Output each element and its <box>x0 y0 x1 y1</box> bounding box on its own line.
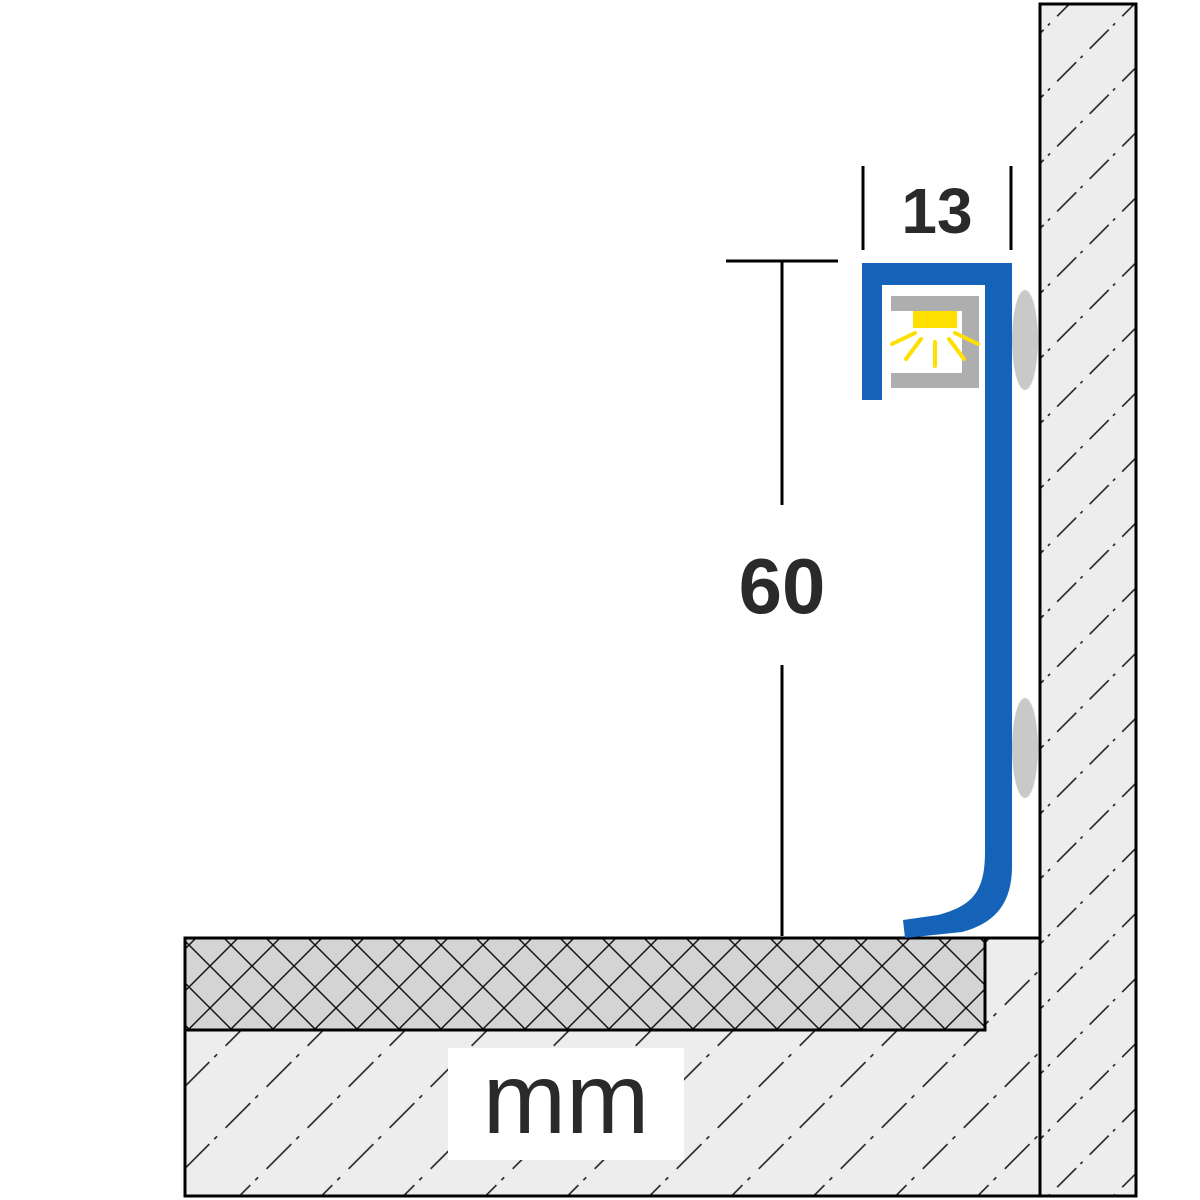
dimension-width-label: 13 <box>901 175 972 247</box>
unit-label: mm <box>448 1043 684 1160</box>
adhesive-dot <box>1012 290 1038 390</box>
led-ray <box>890 331 917 346</box>
led-skirting-profile <box>862 263 1012 938</box>
led-ray <box>947 337 966 361</box>
wall-section <box>1038 2 1138 1198</box>
led-rays-icon <box>890 331 980 368</box>
profile-body <box>862 263 1012 938</box>
tile-layer <box>183 936 987 1032</box>
dimension-height-label: 60 <box>739 542 826 630</box>
led-ray <box>904 337 923 361</box>
unit-label-backdrop <box>448 1048 684 1160</box>
led-module <box>890 296 980 388</box>
led-light <box>913 311 957 328</box>
led-ray <box>953 331 980 346</box>
adhesive-dots <box>1012 290 1038 798</box>
dimension-height: 60 <box>726 259 838 936</box>
dimension-width: 13 <box>861 166 1013 250</box>
insert-top-rail <box>891 296 979 311</box>
unit-label-text: mm <box>483 1043 650 1155</box>
tile-hatch <box>183 936 987 1032</box>
insert-bottom-rail <box>891 373 979 388</box>
adhesive-dot <box>1012 698 1038 798</box>
wall-hatch <box>1038 2 1138 1198</box>
